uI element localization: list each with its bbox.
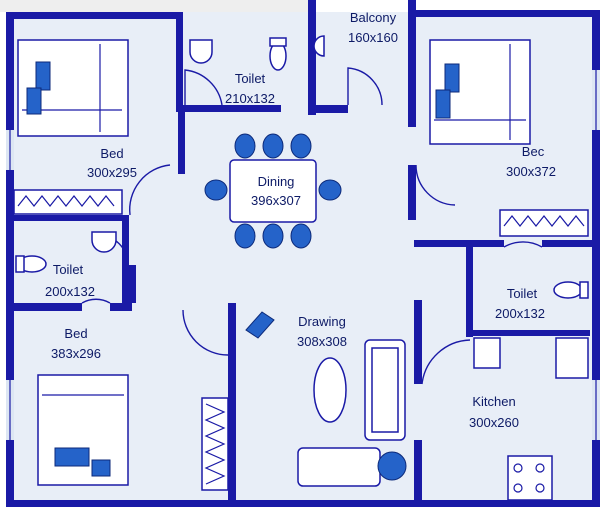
toilet-fixtures [15,35,589,299]
kitchen-fixtures [473,337,589,501]
room-kitchen-name: Kitchen [472,394,515,409]
room-drawing-size: 308x308 [297,334,347,349]
outer-walls [6,0,600,507]
room-bed-top-right-name: Bec [522,144,545,159]
drawing-room-furniture [245,311,407,487]
room-bed-top-left-size: 300x295 [87,165,137,180]
bed-furniture-top-left [17,39,129,137]
room-bed-bottom-left-name: Bed [64,326,87,341]
room-kitchen-size: 300x260 [469,415,519,430]
room-toilet-right-name: Toilet [507,286,538,301]
room-dining-name: Dining [258,174,295,189]
room-drawing-name: Drawing [298,314,346,329]
room-bed-bottom-left-size: 383x296 [51,346,101,361]
room-toilet-right-size: 200x132 [495,306,545,321]
room-toilet-top-size: 210x132 [225,91,275,106]
room-toilet-left-size: 200x132 [45,284,95,299]
room-balcony-name: Balcony [350,10,397,25]
exterior-strip [0,0,310,12]
room-bed-top-left-name: Bed [100,146,123,161]
interior-walls [14,17,596,507]
door-swings [81,67,543,385]
wardrobes [13,189,589,491]
bed-furniture-top-right [429,39,531,145]
room-labels: Balcony 160x160 Toilet 210x132 Bed 300x2… [45,10,556,430]
window-marks [6,70,600,440]
bed-furniture-bottom-left [37,374,129,486]
room-bed-top-right-size: 300x372 [506,164,556,179]
room-balcony-size: 160x160 [348,30,398,45]
dining-set [204,133,342,249]
room-dining-size: 396x307 [251,193,301,208]
room-toilet-top-name: Toilet [235,71,266,86]
room-toilet-left-name: Toilet [53,262,84,277]
